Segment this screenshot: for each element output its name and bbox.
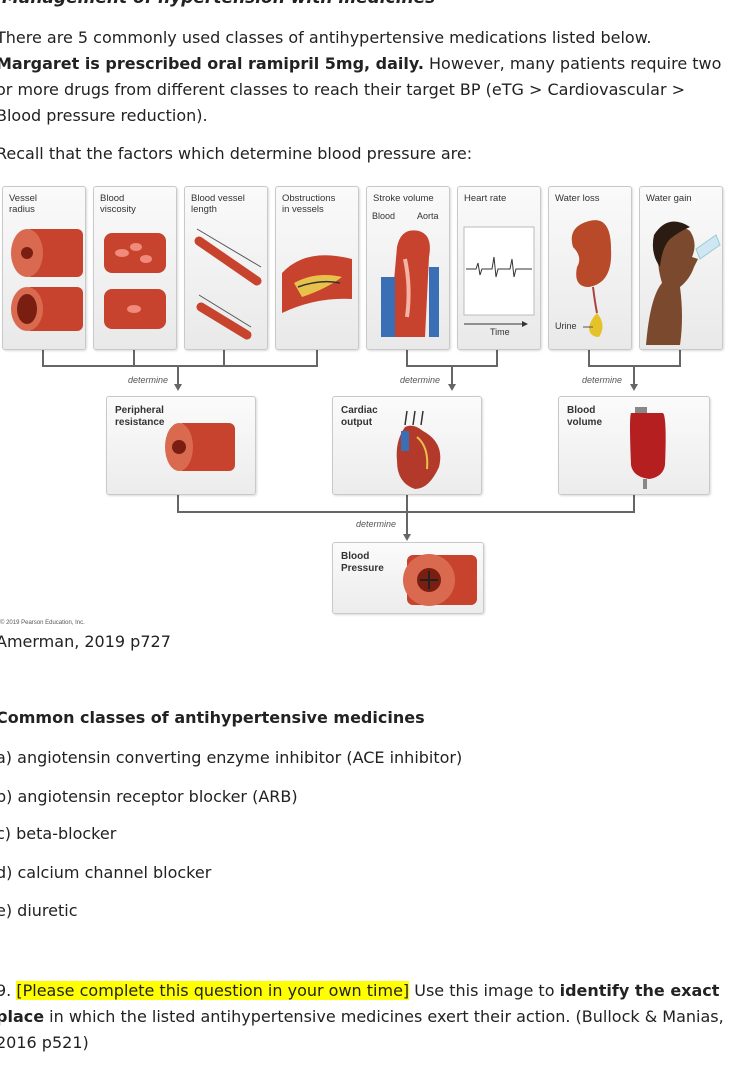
determine-label: determine bbox=[582, 375, 623, 385]
person-drinking-icon bbox=[646, 221, 721, 345]
factor-label: Vessel radius bbox=[9, 193, 37, 215]
section-title: Common classes of antihypertensive medic… bbox=[0, 708, 425, 727]
factor-label: Obstructions in vessels bbox=[282, 193, 336, 215]
factor-card-stroke-volume: Stroke volume Blood Aorta bbox=[366, 186, 450, 350]
blood-pressure-box: Blood Pressure bbox=[332, 542, 484, 614]
blood-viscosity-icon bbox=[104, 233, 166, 329]
connector-lines bbox=[42, 348, 681, 541]
factor-card-obstructions: Obstructions in vessels bbox=[275, 186, 359, 350]
page-heading: Management of hypertension with medicine… bbox=[2, 0, 435, 8]
aorta-heart-icon bbox=[381, 230, 439, 337]
highlighted-instruction: [Please complete this question in your o… bbox=[16, 981, 410, 1000]
peripheral-resistance-label: Peripheral resistance bbox=[115, 405, 165, 428]
vessel-radius-icon bbox=[11, 229, 83, 331]
factor-card-blood-viscosity: Blood viscosity bbox=[93, 186, 177, 350]
factor-card-water-loss: Water loss Urine bbox=[548, 186, 632, 350]
determine-label: determine bbox=[400, 375, 441, 385]
factor-card-vessel-length: Blood vessel length bbox=[184, 186, 268, 350]
kidney-icon bbox=[571, 220, 612, 337]
factor-label: Stroke volume bbox=[373, 193, 434, 204]
blood-volume-box: Blood volume bbox=[558, 396, 710, 495]
peripheral-resistance-box: Peripheral resistance bbox=[106, 396, 256, 495]
urine-label: Urine bbox=[555, 321, 577, 331]
obstructed-vessel-icon bbox=[282, 255, 352, 313]
figure-citation: Amerman, 2019 p727 bbox=[0, 632, 171, 651]
question-text-2: in which the listed antihypertensive med… bbox=[0, 1007, 724, 1052]
factor-label: Blood vessel length bbox=[191, 193, 245, 215]
list-item: c) beta-blocker bbox=[0, 824, 117, 843]
intro-text-1: There are 5 commonly used classes of ant… bbox=[0, 28, 652, 47]
determine-label: determine bbox=[128, 375, 169, 385]
list-item: e) diuretic bbox=[0, 901, 78, 920]
pressurized-vessel-icon bbox=[403, 554, 477, 606]
cardiac-output-box: Cardiac output bbox=[332, 396, 482, 495]
aorta-label: Aorta bbox=[417, 211, 439, 221]
blood-bag-icon bbox=[630, 407, 666, 489]
blood-label: Blood bbox=[372, 211, 396, 221]
intro-paragraph: There are 5 commonly used classes of ant… bbox=[0, 25, 724, 129]
vessel-length-icon bbox=[194, 228, 262, 340]
question-text-1: Use this image to bbox=[409, 981, 560, 1000]
intro-text-2: However, many patients require two or mo… bbox=[0, 54, 722, 125]
factor-label: Blood viscosity bbox=[100, 193, 136, 215]
determine-label: determine bbox=[356, 519, 397, 529]
blood-pressure-factors-figure: Vessel radius Blood viscosity Blood vess… bbox=[0, 184, 739, 632]
list-item: a) angiotensin converting enzyme inhibit… bbox=[0, 748, 463, 767]
vessel-icon bbox=[165, 423, 235, 471]
cardiac-output-label: Cardiac output bbox=[341, 405, 378, 428]
recall-paragraph: Recall that the factors which determine … bbox=[0, 144, 473, 163]
blood-pressure-label: Blood Pressure bbox=[341, 551, 384, 574]
heart-icon bbox=[396, 410, 441, 489]
factor-card-vessel-radius: Vessel radius bbox=[2, 186, 86, 350]
question-paragraph: 9. [Please complete this question in you… bbox=[0, 978, 724, 1056]
question-number: 9. bbox=[0, 981, 12, 1000]
factor-label: Water loss bbox=[555, 193, 600, 204]
ecg-trace-icon bbox=[463, 226, 535, 327]
intro-bold-text: Margaret is prescribed oral ramipril 5mg… bbox=[0, 54, 424, 73]
list-item: d) calcium channel blocker bbox=[0, 863, 212, 882]
time-axis-label: Time bbox=[490, 327, 510, 337]
factor-card-heart-rate: Heart rate Time bbox=[457, 186, 541, 350]
factor-label: Heart rate bbox=[464, 193, 507, 204]
list-item: b) angiotensin receptor blocker (ARB) bbox=[0, 787, 298, 806]
factor-label: Water gain bbox=[646, 193, 692, 204]
question-bold-text: identify the exact place bbox=[0, 981, 720, 1026]
blood-volume-label: Blood volume bbox=[567, 405, 603, 428]
copyright-text: © 2019 Pearson Education, Inc. bbox=[0, 620, 85, 626]
factor-card-water-gain: Water gain bbox=[639, 186, 723, 350]
